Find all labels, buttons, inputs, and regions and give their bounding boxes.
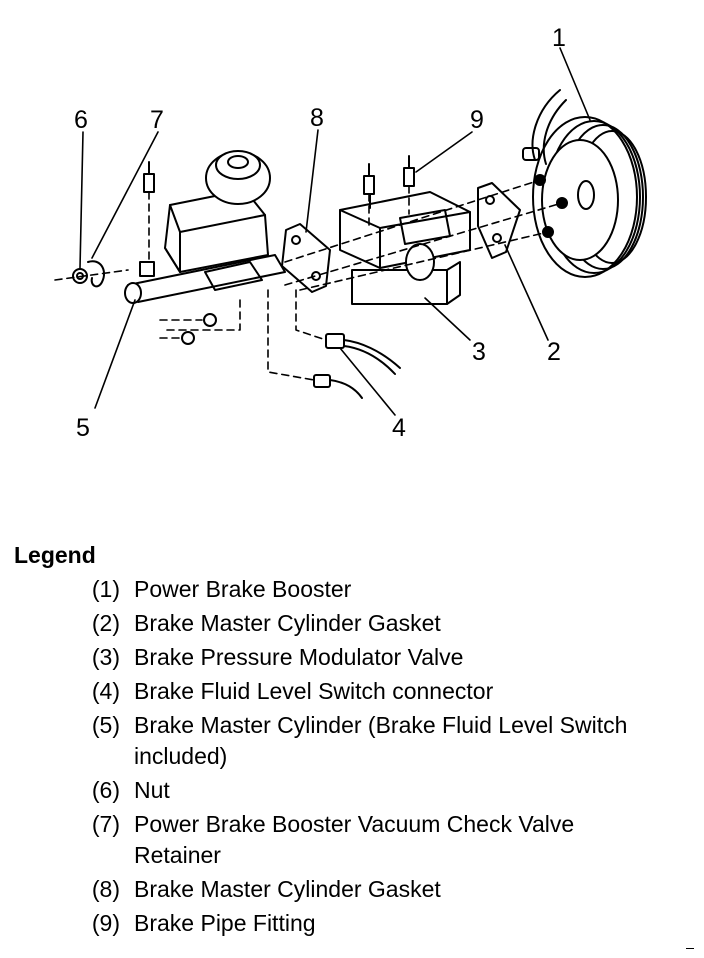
legend-item-text: Brake Master Cylinder (Brake Fluid Level…	[134, 712, 628, 769]
legend-item: (2) Brake Master Cylinder Gasket	[14, 608, 694, 639]
callout-labels: 1 2 3 4 5 6 7 8 9	[74, 24, 566, 442]
legend-title: Legend	[14, 542, 96, 568]
callout-3: 3	[472, 338, 486, 366]
legend-item: (4) Brake Fluid Level Switch connector	[14, 676, 694, 707]
callout-2: 2	[547, 338, 561, 366]
legend-item: (8) Brake Master Cylinder Gasket	[14, 874, 694, 905]
exploded-view-diagram: 1 2 3 4 5 6 7 8 9	[54, 24, 647, 442]
callout-5: 5	[76, 414, 90, 442]
legend-item-text: Brake Fluid Level Switch connector	[134, 678, 494, 704]
legend-item-text: Brake Pipe Fitting	[134, 910, 316, 936]
brake-master-cylinder	[124, 150, 286, 304]
legend-item: (5) Brake Master Cylinder (Brake Fluid L…	[14, 710, 694, 772]
legend-item-text: Power Brake Booster Vacuum Check Valve R…	[134, 811, 575, 868]
legend-item-number: (3)	[91, 644, 120, 670]
legend-item: (1) Power Brake Booster	[14, 574, 694, 605]
legend-item: (3) Brake Pressure Modulator Valve	[14, 642, 694, 673]
legend-item-text: Nut	[134, 777, 170, 803]
legend-item-number: (5)	[91, 712, 120, 738]
master-cylinder-gasket	[281, 223, 331, 293]
booster-gasket	[477, 182, 521, 259]
callout-4: 4	[392, 414, 406, 442]
leader-lines	[79, 47, 591, 416]
legend-item: (7) Power Brake Booster Vacuum Check Val…	[14, 809, 694, 871]
legend-item: (9) Brake Pipe Fitting	[14, 908, 694, 939]
legend: Legend (1) Power Brake Booster (2) Brake…	[14, 540, 694, 942]
callout-8: 8	[310, 104, 324, 132]
fluid-level-switch-connector	[313, 333, 401, 399]
legend-item: (6) Nut	[14, 775, 694, 806]
legend-item-text: Brake Master Cylinder Gasket	[134, 876, 441, 902]
callout-7: 7	[150, 106, 164, 134]
legend-item-number: (4)	[91, 678, 120, 704]
assembly-lines	[54, 179, 563, 381]
callout-6: 6	[74, 106, 88, 134]
callout-1: 1	[552, 24, 566, 52]
legend-item-number: (9)	[91, 910, 120, 936]
corner-mark	[686, 948, 694, 949]
power-brake-booster	[522, 89, 647, 278]
pressure-modulator-valve	[339, 184, 471, 305]
legend-item-number: (8)	[91, 876, 120, 902]
legend-item-number: (6)	[91, 777, 120, 803]
legend-item-number: (1)	[91, 576, 120, 602]
legend-item-text: Brake Master Cylinder Gasket	[134, 610, 441, 636]
legend-item-number: (7)	[91, 811, 120, 837]
callout-9: 9	[470, 106, 484, 134]
legend-item-number: (2)	[91, 610, 120, 636]
legend-item-text: Brake Pressure Modulator Valve	[134, 644, 464, 670]
legend-item-text: Power Brake Booster	[134, 576, 352, 602]
brake-pipe-fittings	[143, 155, 415, 195]
